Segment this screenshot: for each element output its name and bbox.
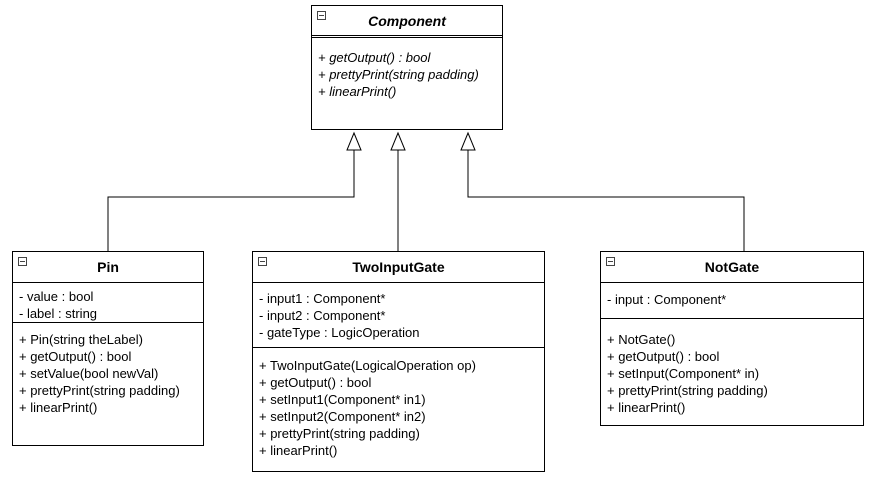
class-notgate[interactable]: NotGate - input : Component* + NotGate()… <box>600 251 864 426</box>
class-twoinputgate[interactable]: TwoInputGate - input1 : Component* - inp… <box>252 251 545 472</box>
collapse-icon[interactable] <box>317 11 326 20</box>
class-pin-attributes: - value : bool - label : string <box>13 283 203 323</box>
operation: + setInput2(Component* in2) <box>259 409 426 424</box>
operation: + setInput(Component* in) <box>607 366 760 381</box>
class-component-name: Component <box>368 12 446 29</box>
attribute: - gateType : LogicOperation <box>259 325 420 340</box>
class-component-operations: + getOutput() : bool + prettyPrint(strin… <box>312 38 502 104</box>
operation: + setValue(bool newVal) <box>19 366 159 381</box>
operation: + getOutput() : bool <box>607 349 720 364</box>
operation: + NotGate() <box>607 332 676 347</box>
twoinputgate-generalization-arrowhead <box>390 131 406 151</box>
notgate-generalization-line <box>467 150 745 251</box>
attribute: - input2 : Component* <box>259 308 386 323</box>
class-twoinputgate-name: TwoInputGate <box>352 259 445 275</box>
collapse-icon[interactable] <box>606 257 615 266</box>
class-pin-header: Pin <box>13 252 203 283</box>
class-pin[interactable]: Pin - value : bool - label : string + Pi… <box>12 251 204 446</box>
operation: + linearPrint() <box>19 400 98 415</box>
class-component[interactable]: Component + getOutput() : bool + prettyP… <box>311 5 503 130</box>
operation: + getOutput() : bool <box>259 375 372 390</box>
operation: + prettyPrint(string padding) <box>259 426 420 441</box>
class-notgate-header: NotGate <box>601 252 863 283</box>
operation: + linearPrint() <box>318 84 397 99</box>
operation: + prettyPrint(string padding) <box>318 67 479 82</box>
class-notgate-operations: + NotGate() + getOutput() : bool + setIn… <box>601 319 863 420</box>
class-twoinputgate-header: TwoInputGate <box>253 252 544 283</box>
class-pin-name: Pin <box>97 259 119 275</box>
class-notgate-attributes: - input : Component* <box>601 283 863 319</box>
notgate-generalization-arrowhead <box>460 131 476 151</box>
operation: + Pin(string theLabel) <box>19 332 143 347</box>
attribute: - label : string <box>19 306 98 321</box>
operation: + prettyPrint(string padding) <box>19 383 180 398</box>
class-pin-operations: + Pin(string theLabel) + getOutput() : b… <box>13 323 203 420</box>
attribute: - value : bool <box>19 289 94 304</box>
pin-generalization-line <box>107 150 355 251</box>
operation: + setInput1(Component* in1) <box>259 392 426 407</box>
operation: + getOutput() : bool <box>19 349 132 364</box>
operation: + linearPrint() <box>607 400 686 415</box>
collapse-icon[interactable] <box>18 257 27 266</box>
operation: + TwoInputGate(LogicalOperation op) <box>259 358 476 373</box>
attribute: - input : Component* <box>607 292 727 307</box>
class-notgate-name: NotGate <box>704 259 760 275</box>
class-twoinputgate-operations: + TwoInputGate(LogicalOperation op) + ge… <box>253 348 544 463</box>
class-component-header: Component <box>312 6 502 38</box>
collapse-icon[interactable] <box>258 257 267 266</box>
attribute: - input1 : Component* <box>259 291 386 306</box>
operation: + getOutput() : bool <box>318 50 431 65</box>
operation: + linearPrint() <box>259 443 338 458</box>
operation: + prettyPrint(string padding) <box>607 383 768 398</box>
pin-generalization-arrowhead <box>346 131 362 151</box>
class-twoinputgate-attributes: - input1 : Component* - input2 : Compone… <box>253 283 544 348</box>
